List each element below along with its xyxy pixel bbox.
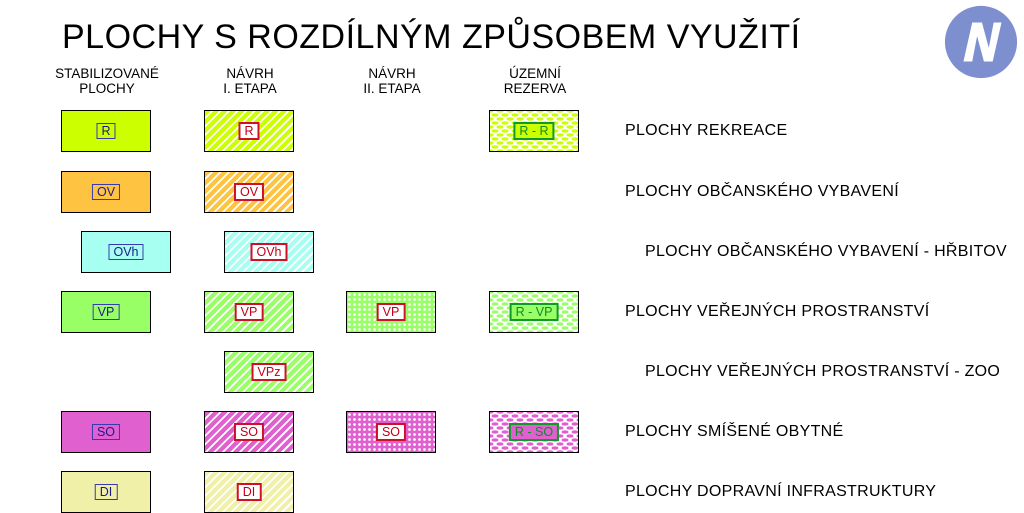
swatch-code-label: R <box>96 123 116 139</box>
swatch-code-label: SO <box>91 424 121 440</box>
swatch-code-label: SO <box>375 423 407 441</box>
swatch-proposal-stage-1: VPz <box>224 351 314 393</box>
swatch-code-label: R - SO <box>508 423 560 441</box>
swatch-reserve: R - R <box>489 110 579 152</box>
swatch-code-label: DI <box>236 483 262 501</box>
swatch-code-label: OVh <box>250 243 288 261</box>
swatch-proposal-stage-1: VP <box>204 291 294 333</box>
swatch-code-label: VP <box>92 304 120 320</box>
legend-row-label: PLOCHY REKREACE <box>625 122 788 139</box>
swatch-stabilized: R <box>61 110 151 152</box>
column-header-reserve: ÚZEMNÍ REZERVA <box>503 66 567 96</box>
legend-row-label: PLOCHY VEŘEJNÝCH PROSTRANSTVÍ - ZOO <box>645 363 1001 380</box>
swatch-stabilized: DI <box>61 471 151 513</box>
swatch-code-label: OV <box>91 184 121 200</box>
swatch-reserve: R - SO <box>489 411 579 453</box>
swatch-proposal-stage-1: SO <box>204 411 294 453</box>
swatch-code-label: SO <box>233 423 265 441</box>
legend-row-label: PLOCHY DOPRAVNÍ INFRASTRUKTURY <box>625 483 937 500</box>
column-header-proposal-stage-1: NÁVRH I. ETAPA <box>223 66 277 96</box>
column-header-stabilized: STABILIZOVANÉ PLOCHY <box>55 66 159 96</box>
swatch-reserve: R - VP <box>489 291 579 333</box>
legend-row-label: PLOCHY OBČANSKÉHO VYBAVENÍ <box>625 183 899 200</box>
swatch-code-label: DI <box>94 484 118 500</box>
legend-row-label: PLOCHY SMÍŠENÉ OBYTNÉ <box>625 423 844 440</box>
swatch-stabilized: VP <box>61 291 151 333</box>
swatch-stabilized: OV <box>61 171 151 213</box>
swatch-proposal-stage-1: R <box>204 110 294 152</box>
swatch-proposal-stage-1: DI <box>204 471 294 513</box>
swatch-code-label: R - R <box>513 122 555 140</box>
swatch-code-label: OV <box>233 183 265 201</box>
legend-title: PLOCHY S ROZDÍLNÝM ZPŮSOBEM VYUŽITÍ <box>62 18 801 56</box>
n-logo-icon <box>944 5 1018 79</box>
swatch-proposal-stage-2: VP <box>346 291 436 333</box>
column-header-proposal-stage-2: NÁVRH II. ETAPA <box>363 66 421 96</box>
swatch-proposal-stage-1: OV <box>204 171 294 213</box>
swatch-stabilized: OVh <box>81 231 171 273</box>
swatch-code-label: OVh <box>108 244 144 260</box>
swatch-code-label: R - VP <box>509 303 559 321</box>
swatch-code-label: VP <box>234 303 264 321</box>
swatch-stabilized: SO <box>61 411 151 453</box>
swatch-code-label: VP <box>376 303 406 321</box>
legend-row-label: PLOCHY OBČANSKÉHO VYBAVENÍ - HŘBITOV <box>645 243 1008 260</box>
legend-row-label: PLOCHY VEŘEJNÝCH PROSTRANSTVÍ <box>625 303 930 320</box>
swatch-proposal-stage-2: SO <box>346 411 436 453</box>
swatch-code-label: R <box>238 122 260 140</box>
swatch-code-label: VPz <box>251 363 287 381</box>
swatch-proposal-stage-1: OVh <box>224 231 314 273</box>
